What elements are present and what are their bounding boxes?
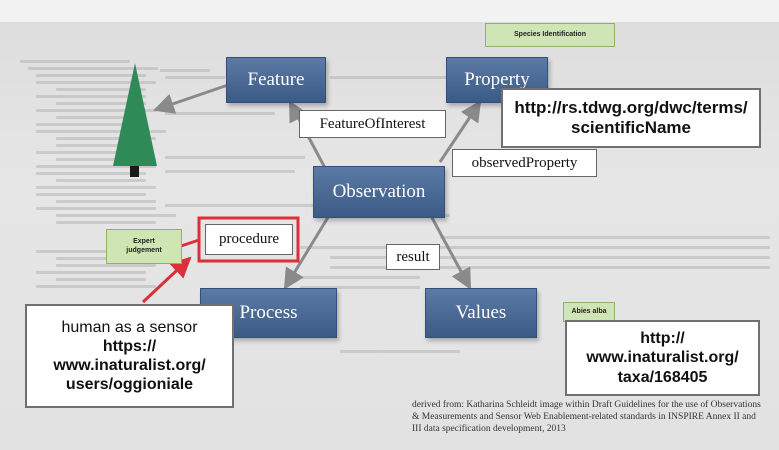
- code-line: [340, 350, 460, 353]
- code-line: [36, 123, 146, 126]
- code-line: [36, 130, 166, 133]
- edge-label-procedure: procedure: [205, 224, 293, 255]
- edge-label-observed-property: observedProperty: [452, 149, 597, 177]
- values-url-line3: taxa/168405: [617, 368, 708, 386]
- node-values-label: Values: [455, 302, 507, 323]
- code-line: [36, 109, 156, 112]
- values-url-box: http:// www.inaturalist.org/ taxa/168405: [565, 320, 760, 396]
- tag-expert-judgement-line1: Expert: [133, 238, 155, 246]
- code-line: [36, 95, 146, 98]
- edge-label-procedure-text: procedure: [219, 231, 279, 247]
- values-url-line2: www.inaturalist.org/: [586, 349, 739, 367]
- code-line: [36, 81, 156, 84]
- code-line: [28, 67, 158, 70]
- feature-to-tree-line: [153, 83, 229, 114]
- code-line: [300, 246, 770, 249]
- process-note-line2: https://: [102, 337, 157, 355]
- code-line: [330, 256, 770, 259]
- code-line: [56, 116, 146, 119]
- code-line: [330, 76, 450, 79]
- code-line: [56, 102, 146, 105]
- node-process-label: Process: [239, 302, 298, 323]
- code-line: [56, 158, 156, 161]
- property-url-line2: scientificName: [571, 118, 691, 137]
- tag-species-identification-text: Species Identification: [514, 30, 586, 38]
- code-line: [165, 204, 365, 207]
- expert-connector: [180, 238, 200, 248]
- code-line: [56, 144, 146, 147]
- property-url-line1: http://rs.tdwg.org/dwc/terms/: [514, 97, 748, 117]
- code-line: [165, 156, 305, 159]
- code-line: [56, 200, 156, 203]
- node-values: Values: [425, 288, 537, 338]
- code-line: [300, 286, 420, 289]
- code-line: [36, 165, 156, 168]
- code-line: [36, 250, 146, 253]
- tag-expert-judgement: Expert judgement: [106, 229, 182, 264]
- code-line: [20, 60, 130, 63]
- code-line: [56, 221, 156, 224]
- values-url-line1: http://: [640, 330, 685, 348]
- top-strip: [0, 0, 779, 22]
- source-credit: derived from: Katharina Schleidt image w…: [412, 400, 761, 434]
- edge-label-result: result: [386, 244, 440, 270]
- code-line: [330, 266, 770, 269]
- node-feature-label: Feature: [247, 69, 305, 90]
- code-line: [36, 285, 156, 288]
- edge-label-observed-property-text: observedProperty: [471, 154, 578, 171]
- code-line: [36, 186, 156, 189]
- code-line: [165, 112, 275, 115]
- node-observation: Observation: [313, 166, 445, 218]
- tag-species-identification: Species Identification: [485, 23, 615, 47]
- code-line: [56, 214, 176, 217]
- code-line: [300, 276, 420, 279]
- code-line: [36, 151, 146, 154]
- process-note-line4: users/oggioniale: [65, 376, 194, 394]
- edge-observed-property-line: [438, 100, 482, 163]
- edge-label-feature-of-interest-text: FeatureOfInterest: [319, 115, 426, 132]
- code-line: [160, 69, 210, 72]
- code-line: [36, 193, 146, 196]
- tag-abies-alba-text: Abies alba: [571, 307, 607, 315]
- code-line: [56, 264, 156, 267]
- process-note-line1: human as a sensor: [61, 318, 198, 336]
- expert-arrow-line: [141, 256, 192, 304]
- code-line: [56, 278, 146, 281]
- property-url-box: http://rs.tdwg.org/dwc/terms/ scientific…: [501, 88, 761, 148]
- code-line: [36, 207, 156, 210]
- edge-procedure-line: [283, 213, 332, 290]
- code-line: [56, 257, 146, 260]
- edge-label-feature-of-interest: FeatureOfInterest: [299, 110, 446, 138]
- process-note-box: human as a sensor https:// www.inaturali…: [25, 304, 234, 408]
- edge-label-result-text: result: [396, 248, 430, 265]
- code-line: [36, 74, 146, 77]
- code-line: [56, 179, 146, 182]
- edge-result-line: [428, 213, 472, 290]
- node-feature: Feature: [226, 57, 326, 103]
- code-line: [36, 172, 146, 175]
- tag-abies-alba: Abies alba: [563, 302, 615, 322]
- procedure-highlight: [197, 216, 300, 263]
- code-line: [56, 137, 156, 140]
- code-line: [165, 170, 295, 173]
- tag-expert-judgement-line2: judgement: [126, 246, 162, 254]
- process-note-line3: www.inaturalist.org/: [53, 357, 206, 374]
- code-line: [165, 76, 225, 79]
- code-line: [56, 88, 146, 91]
- code-line: [440, 236, 770, 239]
- node-property-label: Property: [464, 69, 530, 90]
- tree-icon: [113, 63, 157, 177]
- node-observation-label: Observation: [332, 181, 426, 202]
- code-line: [36, 271, 146, 274]
